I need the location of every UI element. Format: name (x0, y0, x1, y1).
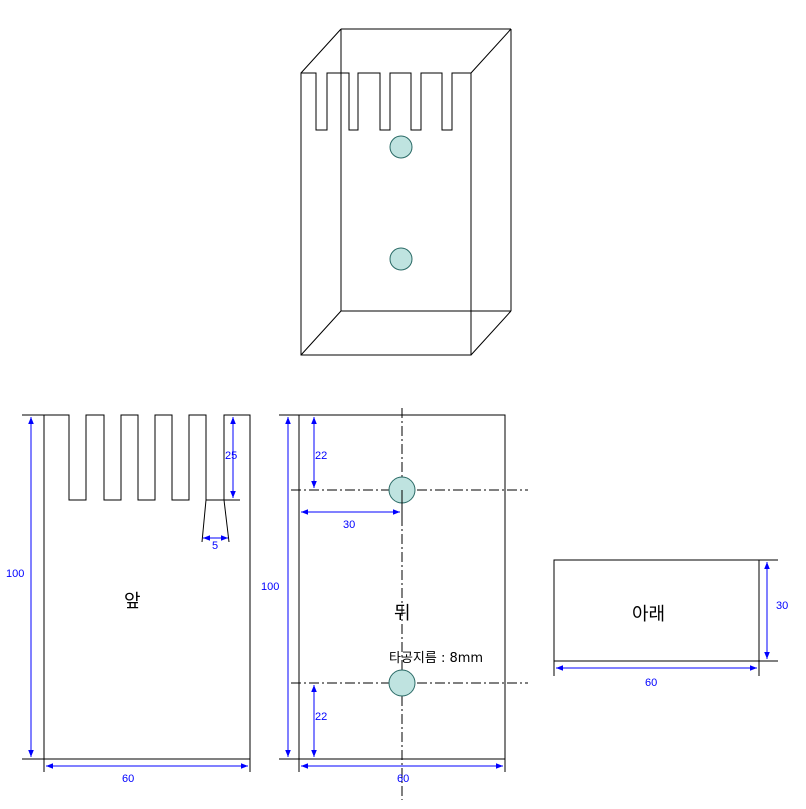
front-height-dim: 100 (6, 568, 24, 580)
iso-hole-lower (389, 247, 413, 271)
iso-edge (470, 28, 512, 74)
front-outline (43, 414, 251, 760)
iso-hole-upper (389, 135, 413, 159)
front-width-dim: 60 (122, 773, 134, 785)
hole-top-offset-dim: 22 (315, 450, 327, 462)
hole-bottom-offset-dim: 22 (315, 711, 327, 723)
iso-back-edge (300, 310, 342, 356)
bottom-view: 30 60 아래 (553, 559, 788, 689)
bottom-view-label: 아래 (632, 604, 665, 625)
slot-width-ext (201, 499, 207, 543)
slot-depth-dim: 25 (225, 450, 237, 462)
back-height-dim: 100 (261, 581, 279, 593)
iso-front-face (300, 72, 472, 356)
isometric-view (300, 28, 512, 356)
back-view: 100 60 22 30 22 뒤 타공지름 : 8mm (261, 408, 528, 800)
back-hole-lower (388, 669, 416, 697)
back-view-label: 뒤 (394, 603, 411, 624)
bottom-depth-dim: 30 (776, 600, 788, 612)
back-width-dim: 60 (397, 773, 409, 785)
slot-width-dim: 5 (212, 540, 218, 552)
hole-side-offset-dim: 30 (343, 519, 355, 531)
iso-edge (300, 28, 342, 74)
hole-diameter-note: 타공지름 : 8mm (389, 651, 483, 666)
bottom-width-dim: 60 (645, 677, 657, 689)
iso-edge (470, 310, 512, 356)
slot-width-ext (223, 499, 230, 543)
bottom-outline (553, 559, 760, 662)
front-view-label: 앞 (124, 591, 141, 612)
front-view: 100 60 25 5 앞 (6, 414, 251, 785)
